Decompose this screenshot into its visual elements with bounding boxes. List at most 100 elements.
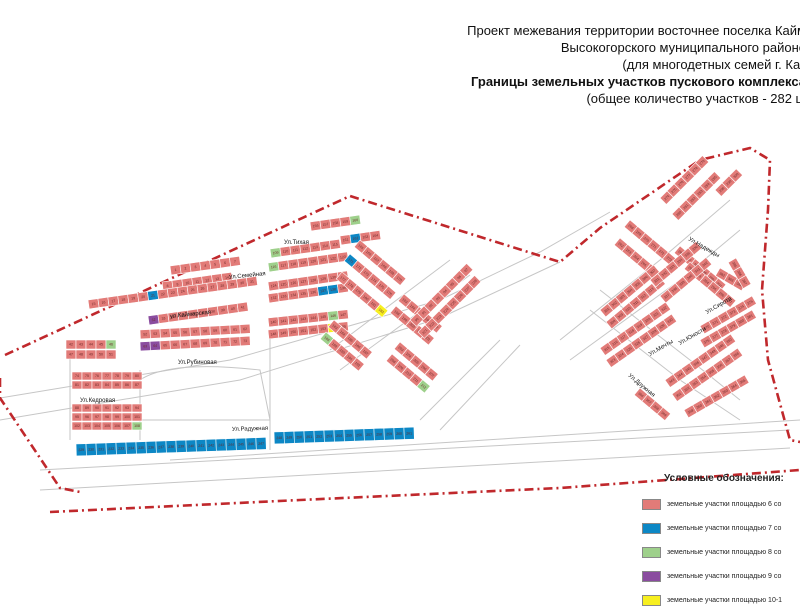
plot-number: 82: [85, 383, 89, 387]
plot-number: 256: [356, 433, 362, 437]
title-subtitle: (общее количество участков - 282 ш: [586, 91, 800, 106]
plot-number: 331: [653, 277, 660, 284]
plot-number: 204: [405, 352, 412, 359]
plot-number: 224: [443, 307, 450, 314]
plot-number: 95: [449, 282, 455, 288]
plot-number: 190: [339, 348, 346, 355]
plot-number: 203: [397, 345, 404, 352]
land-plot: [728, 168, 744, 183]
land-plot: [131, 403, 143, 413]
plot-number: 276: [678, 180, 685, 187]
plot-number: 26: [200, 286, 204, 291]
plot-row: 148149150151152153154155: [267, 321, 349, 340]
plot-number: 243: [218, 443, 224, 447]
plot-number: 7: [234, 259, 237, 263]
plot-number: 305: [634, 281, 641, 288]
plot-number: 311: [632, 300, 639, 307]
plot-number: 240: [188, 444, 194, 448]
plot-number: 93: [435, 296, 441, 302]
land-plot: [459, 263, 474, 278]
plot-number: 8: [166, 284, 169, 288]
plot-number: 369: [660, 411, 667, 418]
plot-number: 337: [663, 293, 670, 300]
plot-number: 140: [270, 320, 276, 325]
plot-number: 265: [640, 261, 647, 268]
plot-number: 67: [183, 342, 187, 346]
plot-number: 310: [625, 306, 632, 313]
land-plot: [131, 371, 143, 381]
plot-number: 321: [652, 311, 659, 318]
land-plot: [706, 171, 722, 186]
plot-number: 302: [611, 301, 618, 308]
plot-number: 120: [310, 259, 316, 264]
plot-number: 324: [617, 352, 624, 359]
plot-number: 22: [161, 292, 165, 297]
plot-number: 231: [98, 447, 104, 451]
plot-number: 387: [741, 278, 747, 285]
land-plot: [350, 357, 365, 372]
plot-number: 241: [198, 444, 204, 448]
plot-number: 211: [412, 377, 419, 384]
plot-number: 96: [456, 275, 462, 281]
plot-number: 170: [396, 276, 403, 283]
land-plot: [728, 347, 744, 362]
plot-number: 13: [215, 277, 219, 282]
plot-number: 31: [250, 279, 254, 284]
land-plot: [662, 313, 678, 328]
plot-number: 114: [322, 244, 328, 249]
plot-number: 21: [151, 293, 155, 298]
plot-number: 151: [300, 329, 306, 334]
plot-number: 378: [720, 328, 727, 334]
plot-number: 258: [376, 432, 382, 436]
plot-number: 373: [729, 309, 736, 315]
plot-number: 49: [89, 353, 93, 357]
plot-number: 297: [726, 298, 733, 305]
plot-number: 300: [733, 172, 740, 179]
plot-number: 123: [340, 255, 346, 260]
plot-number: 14: [225, 275, 229, 280]
plot-number: 132: [270, 296, 276, 301]
plot-number: 307: [649, 268, 656, 275]
plot-number: 381: [746, 313, 753, 319]
plot-number: 223: [436, 314, 443, 321]
plot-number: 315: [603, 346, 610, 353]
plot-number: 320: [644, 317, 651, 324]
plot-number: 289: [700, 269, 707, 276]
plot-number: 202: [424, 335, 431, 342]
plot-number: 341: [694, 267, 701, 274]
land-plot: [424, 367, 439, 382]
plot-number: 133: [280, 294, 286, 299]
plot-number: 365: [739, 378, 746, 384]
plot-number: 115: [332, 242, 338, 247]
plot-number: 233: [118, 447, 124, 451]
street-label-tikhaya: Ул.Тихая: [284, 240, 309, 246]
plot-number: 61: [233, 328, 237, 332]
plot-number: 178: [347, 282, 354, 289]
plot-number: 97: [95, 415, 99, 419]
plot-number: 152: [310, 328, 316, 333]
plot-number: 272: [658, 249, 665, 256]
plot-number: 42: [69, 343, 73, 347]
plot-number: 244: [228, 443, 234, 447]
plot-number: 92: [428, 303, 434, 309]
plot-number: 66: [173, 343, 177, 347]
land-plot: [329, 238, 341, 250]
plot-number: 323: [609, 358, 616, 365]
plot-number: 85: [115, 383, 119, 387]
plot-number: 350: [726, 337, 733, 344]
plot-number: 37: [201, 311, 205, 316]
plot-number: 318: [628, 328, 635, 335]
land-plot: [694, 155, 710, 170]
